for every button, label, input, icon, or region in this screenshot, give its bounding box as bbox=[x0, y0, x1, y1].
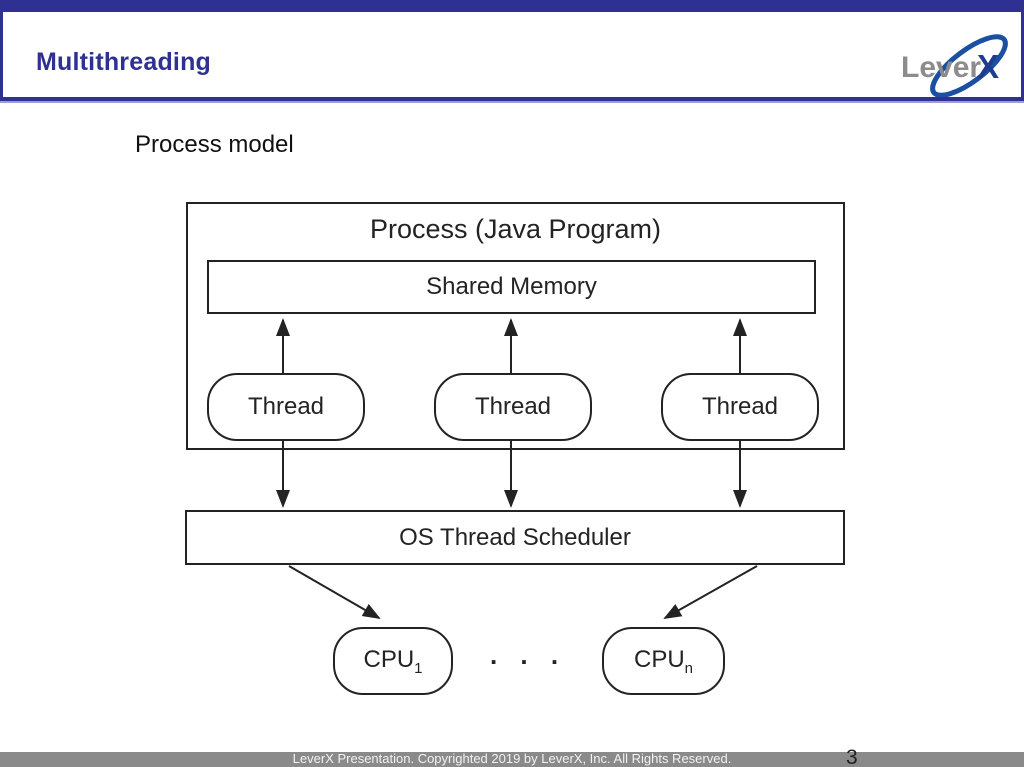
os-thread-scheduler-box: OS Thread Scheduler bbox=[185, 510, 845, 565]
cpu-ellipsis: . . . bbox=[489, 640, 567, 670]
shared-memory-box: Shared Memory bbox=[207, 260, 816, 314]
arrow-scheduler-to-cpu1 bbox=[288, 565, 381, 620]
header-top-bar bbox=[0, 0, 1024, 12]
cpu-1-label: CPU1 bbox=[363, 645, 423, 677]
arrow-scheduler-to-cpun bbox=[663, 565, 758, 619]
cpu-1-box: CPU1 bbox=[333, 627, 453, 695]
slide-title: Multithreading bbox=[36, 48, 212, 76]
thread-box-1: Thread bbox=[207, 373, 365, 441]
diagram-heading: Process model bbox=[135, 131, 294, 158]
leverx-logo: Lever X bbox=[901, 34, 1008, 98]
logo-word: Lever bbox=[901, 51, 981, 84]
logo-swoosh-ellipse bbox=[930, 34, 1008, 98]
thread-box-2: Thread bbox=[434, 373, 592, 441]
slide-header: Multithreading Lever X bbox=[0, 12, 1024, 98]
cpu-n-box: CPUn bbox=[602, 627, 725, 695]
footer-bar bbox=[0, 752, 1024, 767]
thread-box-3: Thread bbox=[661, 373, 819, 441]
header-divider bbox=[0, 97, 1024, 101]
cpu-n-label: CPUn bbox=[633, 645, 693, 677]
logo-x: X bbox=[977, 48, 999, 85]
page-number: 3 bbox=[846, 746, 858, 767]
footer-copyright: LeverX Presentation. Copyrighted 2019 by… bbox=[292, 751, 732, 766]
process-box-label: Process (Java Program) bbox=[369, 214, 662, 244]
header-divider-light bbox=[0, 101, 1024, 103]
